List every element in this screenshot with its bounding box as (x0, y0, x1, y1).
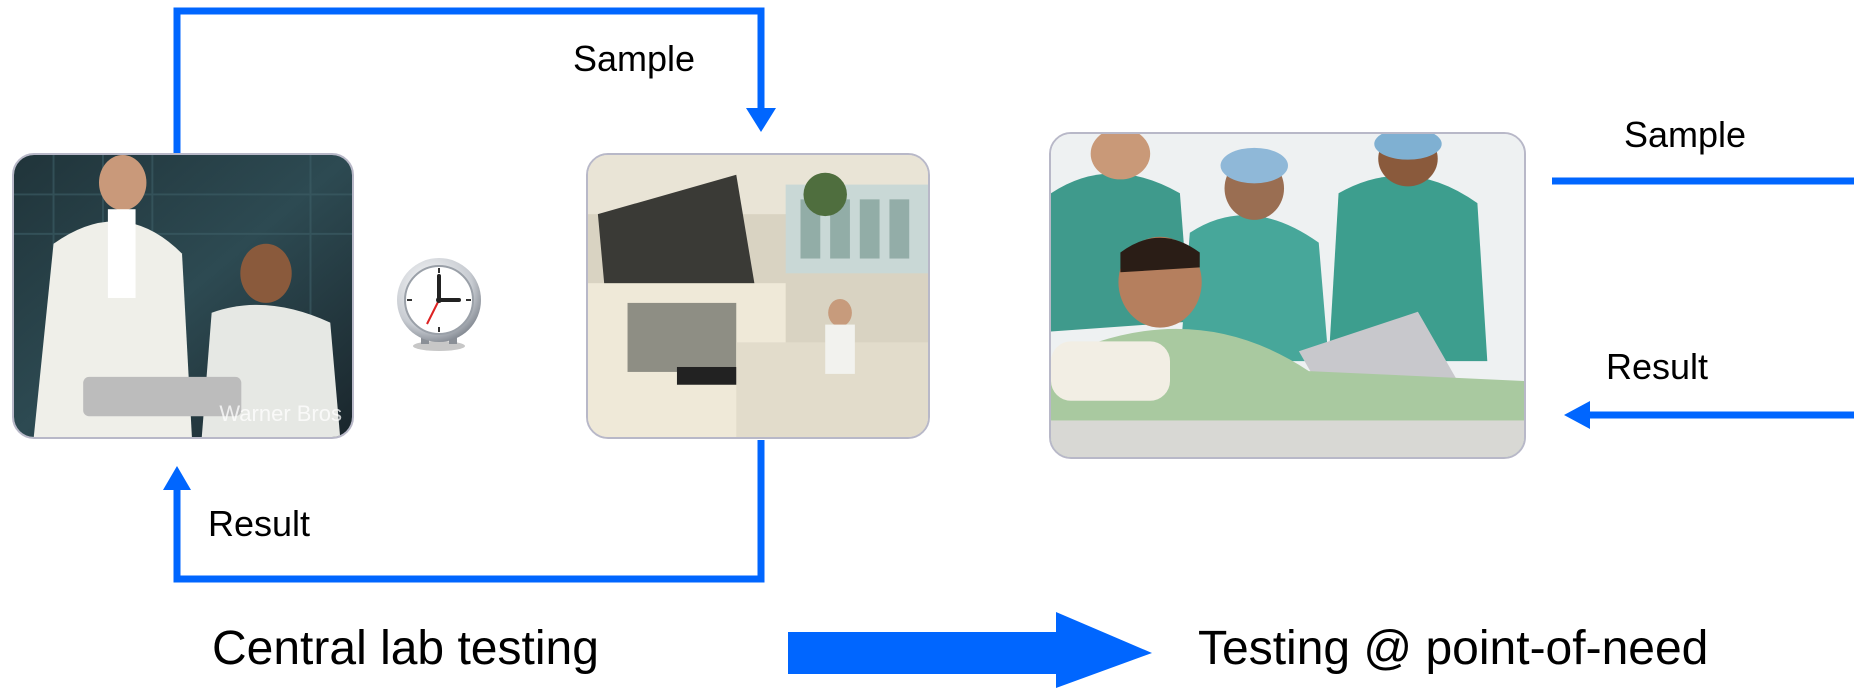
pon-result-label: Result (1606, 346, 1709, 387)
photo-watermark: Warner Bros (219, 401, 342, 426)
result-arrowhead-central (163, 466, 191, 490)
result-arrowhead-pon (1564, 401, 1590, 429)
clinicians-photo: Warner Bros (12, 153, 354, 439)
sample-arrowhead-central (746, 108, 776, 132)
pon-sample-label: Sample (1624, 114, 1747, 155)
laboratory-photo (586, 153, 930, 439)
clock-icon (395, 254, 483, 352)
central-caption: Central lab testing (212, 622, 599, 675)
pon-caption: Testing @ point-of-need (1198, 622, 1709, 675)
sample-path-central (173, 7, 765, 155)
central-result-label: Result (208, 503, 311, 544)
central-sample-label: Sample (573, 38, 696, 79)
transition-arrow (788, 612, 1152, 688)
result-path-central (173, 440, 765, 583)
patient-bedside-photo (1049, 132, 1526, 459)
